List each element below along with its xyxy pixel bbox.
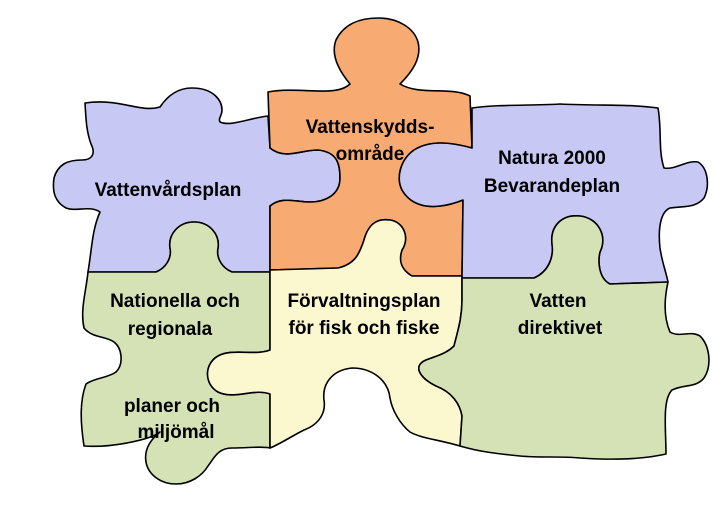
- label-forvaltning-line2: för fisk och fiske: [289, 318, 440, 339]
- label-vattenskydds-line1: Vattenskydds-: [306, 117, 435, 138]
- label-vatten-line2: direktivet: [518, 318, 603, 339]
- label-nationella-line4: miljömål: [137, 422, 214, 443]
- piece-natura2000: Natura 2000 Bevarandeplan: [398, 103, 709, 285]
- label-natura-line1: Natura 2000: [498, 148, 606, 169]
- piece-vattendirektivet-shape: [418, 215, 710, 460]
- piece-nationella: Nationella och regionala planer och milj…: [80, 221, 271, 485]
- label-forvaltning-line1: Förvaltningsplan: [287, 291, 440, 312]
- label-nationella-line3: planer och: [124, 396, 220, 417]
- label-nationella-line2: regionala: [128, 319, 213, 340]
- piece-nationella-shape: [80, 221, 271, 485]
- piece-forvaltningsplan: Förvaltningsplan för fisk och fiske: [206, 218, 463, 449]
- label-vatten-line1: Vatten: [529, 291, 586, 312]
- piece-forvaltningsplan-shape: [206, 218, 463, 449]
- label-natura-line2: Bevarandeplan: [484, 176, 620, 197]
- piece-vattendirektivet: Vatten direktivet: [418, 215, 710, 460]
- label-vattenvardsplan: Vattenvårdsplan: [95, 180, 242, 201]
- label-vattenskydds-line2: område: [336, 144, 405, 165]
- label-nationella-line1: Nationella och: [110, 291, 240, 312]
- piece-vattenskyddsomrade: Vattenskydds- område: [267, 17, 473, 277]
